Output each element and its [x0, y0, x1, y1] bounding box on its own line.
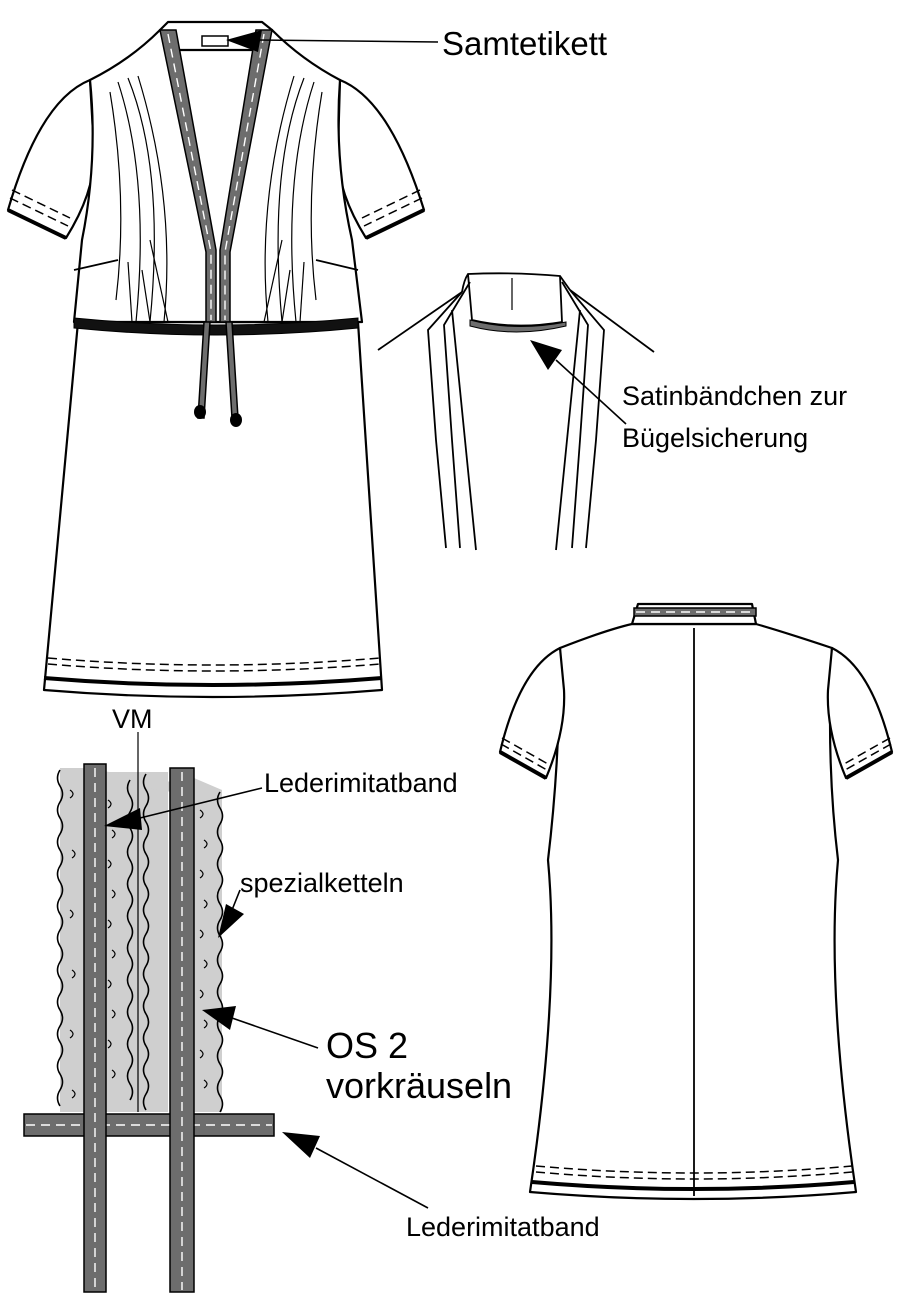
front-bodice	[72, 28, 364, 324]
tie-end-right	[230, 413, 242, 427]
gathered-fabric-middle	[106, 772, 168, 1112]
front-hem-stitch-2	[47, 663, 381, 672]
label-lederimitatband-bottom: Lederimitatband	[406, 1212, 600, 1242]
back-body	[528, 622, 858, 1201]
satin-ribbon	[469, 319, 567, 333]
front-skirt	[42, 320, 384, 699]
label-os2-line1: OS 2	[326, 1025, 408, 1066]
label-os2-line2: vorkräuseln	[326, 1065, 512, 1106]
front-hem-line	[43, 676, 383, 687]
callout-lederimitatband-bottom: Lederimitatband	[282, 1132, 600, 1242]
callout-satin: Satinbändchen zur Bügelsicherung	[530, 340, 847, 453]
tie-end-left	[194, 405, 206, 419]
callout-os2: OS 2 vorkräuseln	[202, 1006, 512, 1106]
callout-spezialketteln: spezialketteln	[218, 868, 404, 938]
band-closeup-detail	[23, 732, 275, 1293]
front-waist-band	[73, 317, 359, 336]
front-hem-stitch	[47, 657, 381, 666]
callout-samtetikett: Samtetikett	[226, 25, 607, 62]
label-samtetikett: Samtetikett	[442, 25, 607, 62]
label-satin-line1: Satinbändchen zur	[622, 381, 847, 411]
gathered-fabric-right	[194, 778, 222, 1112]
label-vm: VM	[112, 704, 153, 734]
callout-lederimitatband-top: Lederimitatband	[104, 768, 458, 830]
velvet-label	[201, 35, 229, 47]
front-tie-left	[197, 321, 211, 419]
front-view-garment	[6, 20, 426, 699]
gathered-fabric-left	[60, 768, 84, 1112]
label-lederimitatband-top: Lederimitatband	[264, 768, 458, 798]
label-spezialketteln: spezialketteln	[240, 868, 404, 898]
label-satin-line2: Bügelsicherung	[622, 423, 808, 453]
neck-detail-view	[377, 272, 655, 551]
back-view-garment	[498, 602, 894, 1201]
